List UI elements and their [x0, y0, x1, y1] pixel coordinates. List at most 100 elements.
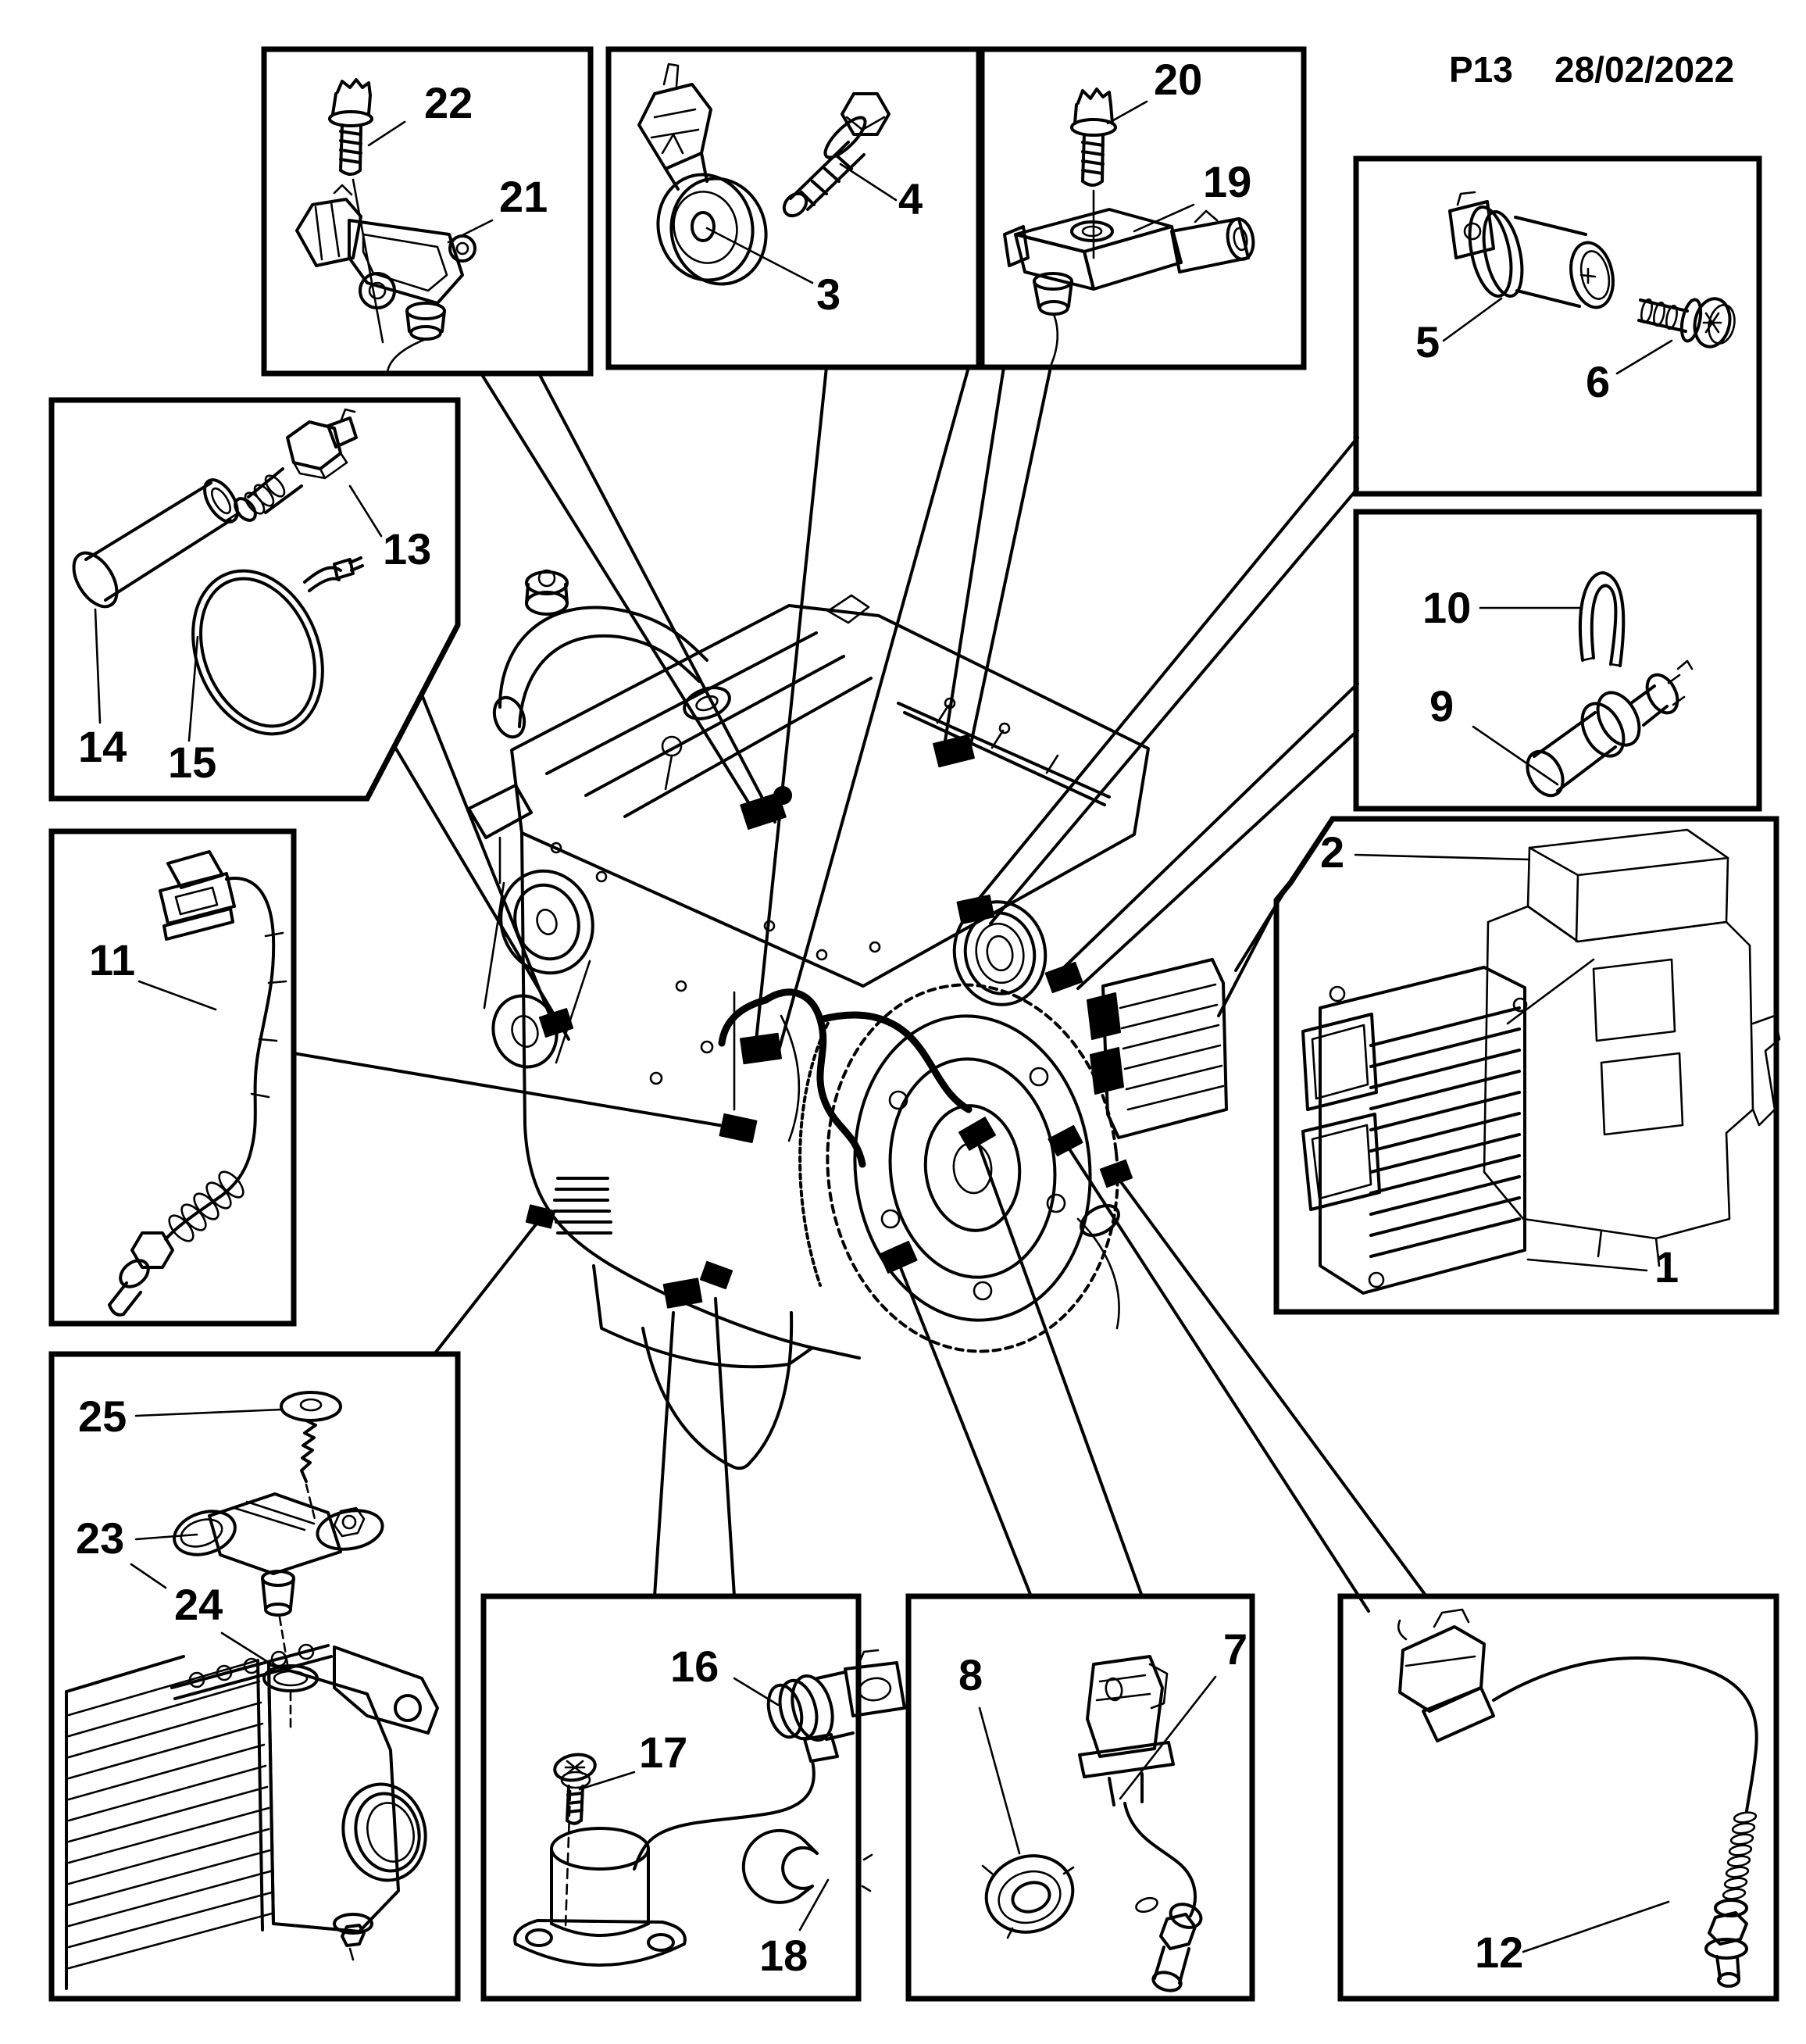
- sensor-23-nipple-side: [261, 1577, 295, 1610]
- label-line-18: [798, 1878, 830, 1931]
- part-boost-sensor-assembly: 20 19: [1003, 55, 1255, 366]
- box-oil-sensor-16-17-18: [480, 1593, 862, 2002]
- clip-10-ends: [1581, 656, 1622, 667]
- leader-11: [292, 1052, 739, 1130]
- knock-sensor-ring: [656, 173, 755, 282]
- label-line-17: [578, 1771, 636, 1791]
- sensor-16-latch: [858, 1649, 880, 1664]
- screw-25-axis: [305, 1483, 317, 1524]
- clutch-bolt-2: [1046, 1193, 1066, 1213]
- bolt-20-washer: [1070, 118, 1117, 137]
- sensor-19-tail: [1050, 313, 1059, 366]
- oxygen-sensor-1-on-engine: [719, 1113, 758, 1144]
- clutch-bolt-1: [1029, 1067, 1049, 1087]
- breather-cap: [537, 569, 556, 588]
- callout-6: 6: [1586, 357, 1610, 406]
- sensor-16-flange-tab: [803, 1733, 839, 1763]
- sensor-11-tip: [108, 1281, 142, 1317]
- sensor-7-tab: [1148, 1663, 1169, 1710]
- clutch-bolt-4: [880, 1209, 901, 1229]
- boot-14-mouth-inner: [210, 487, 232, 515]
- bracket-2-flap-folds: [1528, 846, 1729, 943]
- boot-14-body: [84, 481, 232, 602]
- callout-20: 20: [1154, 55, 1202, 104]
- part-coolant-sensor-assembly: 10 9: [1422, 571, 1694, 798]
- part-ecu-assembly: 2 1: [1301, 827, 1781, 1295]
- clip-18-caps: [797, 1839, 819, 1899]
- cooler-fins: [67, 1659, 273, 1970]
- leader-16: [653, 1311, 675, 1598]
- fuel-rail: [897, 702, 1111, 806]
- clip-18-lugs: [861, 1853, 873, 1892]
- sensor-node-a: [958, 1117, 996, 1151]
- bracket-2-clip: [1597, 1014, 1781, 1267]
- callout-2: 2: [1320, 827, 1344, 877]
- callout-9: 9: [1429, 681, 1454, 731]
- cooler-outlet-inner: [354, 1792, 421, 1873]
- sensor-21-connector-ribs: [314, 184, 353, 261]
- engine-illustration: [467, 569, 1228, 1470]
- ecu-1-body: [1319, 966, 1526, 1295]
- sensor-23-nut-hole: [341, 1514, 357, 1530]
- leader-2: [1234, 877, 1294, 972]
- sensor-19-connector-mouth: [1226, 217, 1255, 261]
- box-temp-sensor-13-14-15: [48, 397, 461, 802]
- sensor-7-hole: [1105, 1677, 1123, 1702]
- cooler-bracket-arm: [333, 1646, 439, 1735]
- sensor-12-cable: [1492, 1656, 1758, 1813]
- ecu-1-mount-hole-3: [1512, 997, 1528, 1013]
- sensor-11-connector: [159, 872, 236, 925]
- lift-bracket: [826, 594, 870, 624]
- injectors: [936, 704, 1059, 774]
- can-16-base-flange: [513, 1919, 687, 1967]
- can-16-hole-2: [647, 1933, 675, 1952]
- knock-sensor-connector-detail: [650, 63, 700, 155]
- boot-14-end: [72, 551, 119, 609]
- oil-cap-inner: [695, 695, 719, 712]
- clip-10-inner: [1590, 584, 1618, 666]
- engine-block: [520, 831, 861, 1360]
- label-line-9: [1472, 725, 1559, 786]
- label-line-25: [134, 1408, 283, 1417]
- cooler-end-tank: [267, 1663, 400, 1933]
- crank-pulley: [499, 869, 594, 975]
- ecu-1-connector-1-inner: [1311, 1024, 1369, 1100]
- leader-17: [714, 1297, 736, 1598]
- sensor-12-corrugation: [1722, 1811, 1758, 1900]
- oil-pan: [592, 1264, 814, 1369]
- page-code: P13: [1449, 49, 1513, 90]
- box-cam-sensor-5-6: [1353, 155, 1762, 497]
- cooler-core-edge: [65, 1655, 185, 1990]
- part-crank-sensor-assembly: 7 8: [958, 1624, 1247, 1992]
- sensor-12-body: [1715, 1955, 1740, 1980]
- knock-sensor-face: [673, 191, 738, 264]
- leader-23: [433, 1219, 541, 1356]
- cooler-drain-tip: [348, 1947, 355, 1961]
- sensor-12-tip: [1717, 1972, 1740, 1988]
- sensor-13-rib3: [244, 491, 266, 515]
- sensor-21-tail: [386, 338, 427, 373]
- screw-17-head: [553, 1753, 597, 1782]
- sensor-16-rib-1: [766, 1683, 804, 1739]
- callout-1: 1: [1654, 1242, 1679, 1292]
- bolt-4-tip: [782, 191, 808, 218]
- sensor-21-gasket: [362, 233, 448, 292]
- part-oxygen-sensor-11: 11: [89, 850, 287, 1317]
- tie-15-inner: [199, 577, 316, 728]
- label-line-7: [1119, 1675, 1217, 1800]
- leader-12a: [1065, 1144, 1370, 1613]
- screw-6-rib3: [1665, 304, 1678, 331]
- bracket-2-pin-line: [1506, 958, 1595, 1025]
- injector-clip-2: [998, 722, 1011, 734]
- sensor-11-cable-lower: [164, 1147, 253, 1241]
- sensor-19-ear: [1003, 225, 1030, 267]
- sensor-19-body-front: [1014, 233, 1095, 291]
- boot-14-mouth: [203, 478, 239, 524]
- part-oxygen-sensor-12: 12: [1397, 1608, 1758, 1988]
- sensor-19-boss: [1070, 220, 1114, 242]
- sensor-node-b: [1099, 1159, 1133, 1188]
- knock-sensor-neck: [664, 152, 708, 191]
- ecu-1-fins: [1369, 1006, 1521, 1258]
- sensor-13-connector: [327, 416, 358, 448]
- tie-15-tail: [303, 556, 364, 592]
